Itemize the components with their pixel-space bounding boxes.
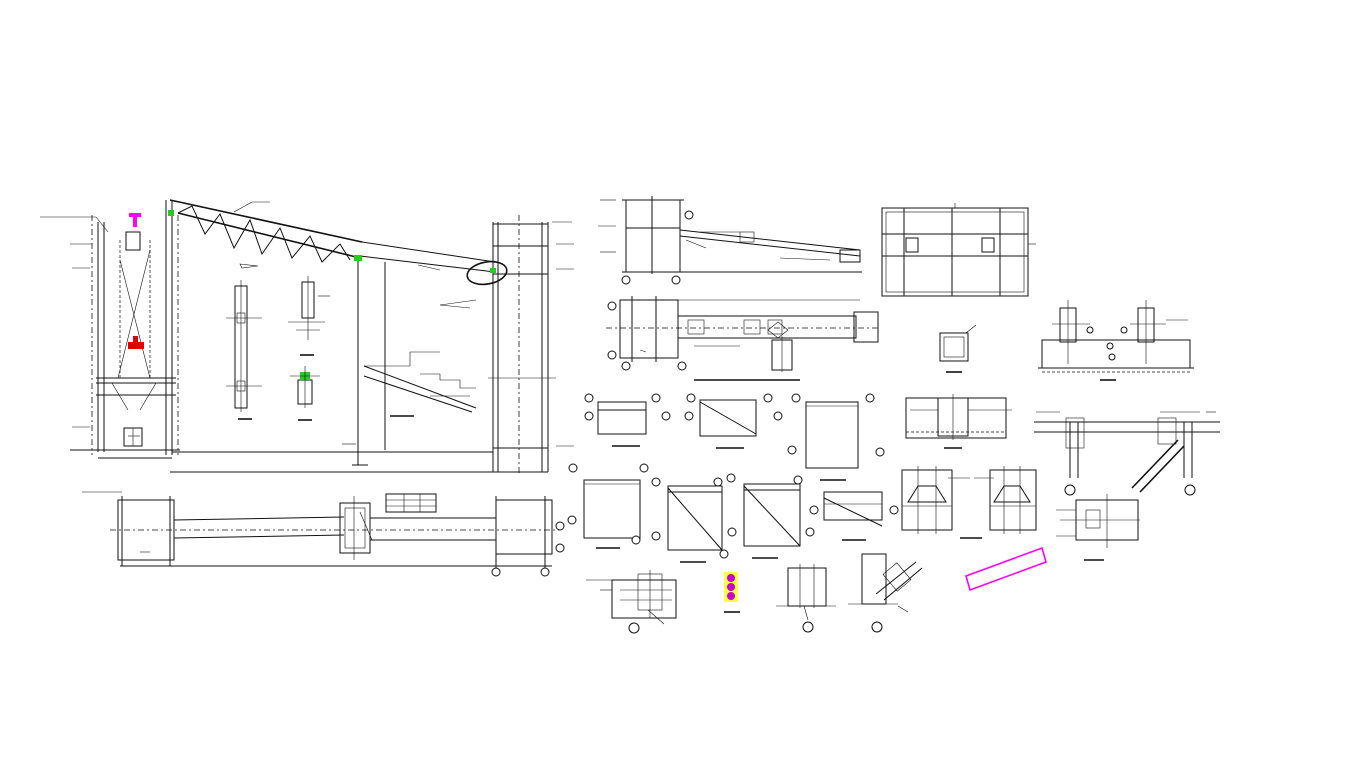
- transfer-tower-elevation: [598, 196, 862, 285]
- magenta-valve-icon: [129, 213, 141, 227]
- roof-plan-panel: [881, 203, 1036, 297]
- base-plate-details: [905, 300, 1194, 449]
- stiffener-details: [901, 466, 1037, 539]
- bottom-connection-details: [586, 553, 923, 634]
- column-section: [939, 324, 977, 373]
- bracing-connection-details: [1034, 411, 1220, 561]
- gusset-plate-details: [567, 393, 899, 563]
- magenta-bolt-stack-icon: [724, 572, 738, 602]
- conveyor-gallery-plan: [82, 491, 565, 577]
- transfer-tower-plan: [606, 296, 880, 381]
- detail-callout-ellipse: [466, 260, 508, 286]
- magenta-highlight-plate: [965, 546, 1047, 592]
- red-valve-icon: [128, 336, 144, 349]
- conveyor-gallery-elevation: [40, 199, 574, 475]
